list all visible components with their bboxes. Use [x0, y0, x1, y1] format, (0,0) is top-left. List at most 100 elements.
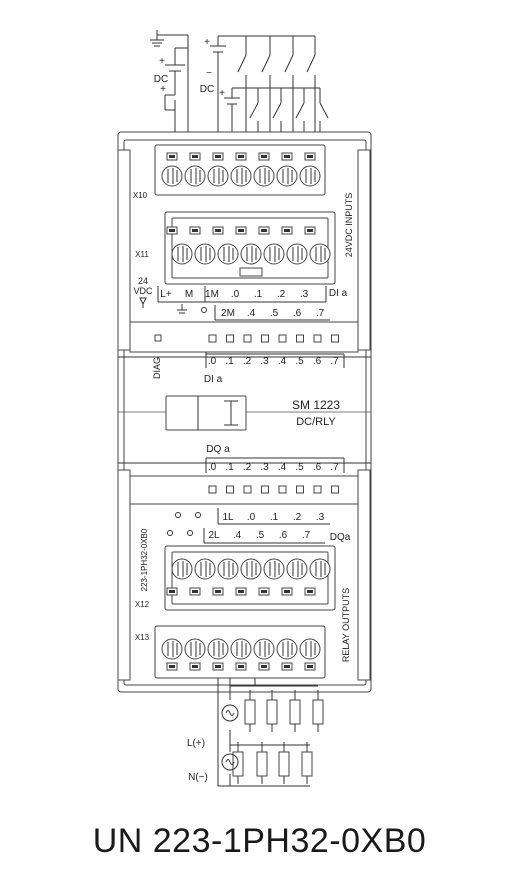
line-label: L(+) [187, 738, 205, 749]
input-led-strip: .0.1.2.3.4.5.6.7 DI a [129, 321, 359, 385]
indicator-rings [167, 512, 201, 536]
output-led-label: .7 [330, 462, 339, 473]
ground-icon [177, 304, 187, 314]
dc-top-label: DC [154, 74, 168, 85]
load-resistor [289, 699, 301, 725]
input-led-label: .1 [225, 356, 234, 367]
terminal-slot-hole [169, 155, 175, 158]
connector-label-x13: X13 [135, 633, 150, 642]
terminal-slots [166, 226, 316, 235]
module-latch [165, 395, 247, 431]
input-led-label: .3 [260, 356, 269, 367]
output-led-label: .4 [278, 462, 287, 473]
terminal-slot-hole [238, 665, 244, 668]
output-dqa-label: DQa [330, 532, 351, 543]
terminal-slot-hole [307, 229, 313, 232]
connector-x13: X13 [135, 625, 326, 679]
load-wiring: L(+) N(−) [187, 678, 324, 787]
output-terminal-label: .1 [270, 512, 279, 523]
status-led [208, 485, 217, 494]
status-led [331, 334, 339, 343]
status-led [313, 485, 322, 494]
minus-sign: − [206, 68, 212, 79]
indicator-ring [201, 307, 207, 313]
power-label-vdc: VDC [133, 286, 153, 296]
output-terminal-label: .4 [233, 530, 242, 541]
connector-label-x12: X12 [135, 600, 150, 609]
connector-label-x11: X11 [135, 250, 149, 259]
terminal-slot-hole [307, 590, 313, 593]
terminal-slot-hole [215, 665, 221, 668]
terminal-screw [253, 165, 275, 187]
outputs-title: RELAY OUTPUTS [341, 588, 351, 662]
terminal-slot-hole [284, 155, 290, 158]
output-terminal-labels: 1L.0.1.2.3 2L.4.5.6.7 DQa [203, 508, 351, 544]
inputs-title: 24VDC INPUTS [344, 193, 354, 258]
status-led [278, 485, 287, 494]
top-wiring: + DC + + − DC + [150, 30, 329, 145]
terminal-slot-hole [238, 155, 244, 158]
wiring-diagram: + DC + + − DC + [117, 30, 372, 787]
output-led-strip: .0.1.2.3.4.5.6.7 [129, 457, 359, 505]
terminal-screw [299, 165, 321, 187]
connector-x12: X12 [135, 545, 336, 611]
diag-led [154, 334, 162, 342]
load-resistor [312, 699, 324, 725]
module-caption: UN 223-1PH32-0XB0 [92, 822, 427, 860]
terminal-screw [240, 558, 262, 580]
terminal-screw [161, 638, 183, 660]
terminal-slot-hole [307, 155, 313, 158]
output-terminal-label: .3 [316, 512, 325, 523]
input-led-label: .5 [295, 356, 304, 367]
output-terminal-label: 2L [208, 530, 220, 541]
status-led [296, 334, 304, 343]
output-terminal-label: .7 [302, 530, 311, 541]
terminal-slot-hole [261, 590, 267, 593]
terminal-screws [171, 243, 331, 265]
terminal-slot-hole [284, 229, 290, 232]
input-terminal-label: .1 [254, 289, 263, 300]
power-label-24: 24 [138, 276, 148, 286]
down-arrow-icon [139, 297, 147, 308]
terminal-screw [286, 558, 308, 580]
terminal-slot-hole [169, 229, 175, 232]
output-led-label: .0 [208, 462, 217, 473]
input-led-label: .2 [243, 356, 252, 367]
terminal-slot-hole [192, 665, 198, 668]
input-terminal-label: L+ [160, 289, 172, 300]
terminal-screw [286, 243, 308, 265]
terminal-screw [309, 243, 331, 265]
ac-source-icon [221, 753, 239, 771]
terminal-screw [161, 165, 183, 187]
input-terminal-label: .3 [300, 289, 309, 300]
dc-input-label: DC [200, 84, 214, 95]
input-led-group-label: DI a [204, 374, 223, 385]
terminal-screw [207, 165, 229, 187]
status-led [261, 485, 269, 494]
plus-sign: + [204, 37, 210, 48]
terminal-screw [263, 243, 285, 265]
terminal-slot-hole [169, 590, 175, 593]
terminal-screw [276, 638, 298, 660]
terminal-slot-hole [238, 229, 244, 232]
output-terminal-label: .6 [279, 530, 288, 541]
terminal-screw [194, 243, 216, 265]
output-led-label: .3 [260, 462, 269, 473]
terminal-slot-hole [307, 665, 313, 668]
terminal-screw [230, 638, 252, 660]
connector-label-x10: X10 [133, 191, 148, 200]
terminal-screw [253, 638, 275, 660]
terminal-screw [184, 165, 206, 187]
output-led-label: .1 [225, 462, 234, 473]
load-resistor [266, 699, 278, 725]
output-led-label: .6 [313, 462, 322, 473]
status-led [296, 485, 304, 494]
status-led [226, 334, 234, 343]
terminal-screw [217, 243, 239, 265]
terminal-slot-hole [261, 229, 267, 232]
terminal-screw [207, 638, 229, 660]
terminal-screw [184, 638, 206, 660]
input-terminal-label: .2 [277, 289, 286, 300]
terminal-screw [240, 243, 262, 265]
